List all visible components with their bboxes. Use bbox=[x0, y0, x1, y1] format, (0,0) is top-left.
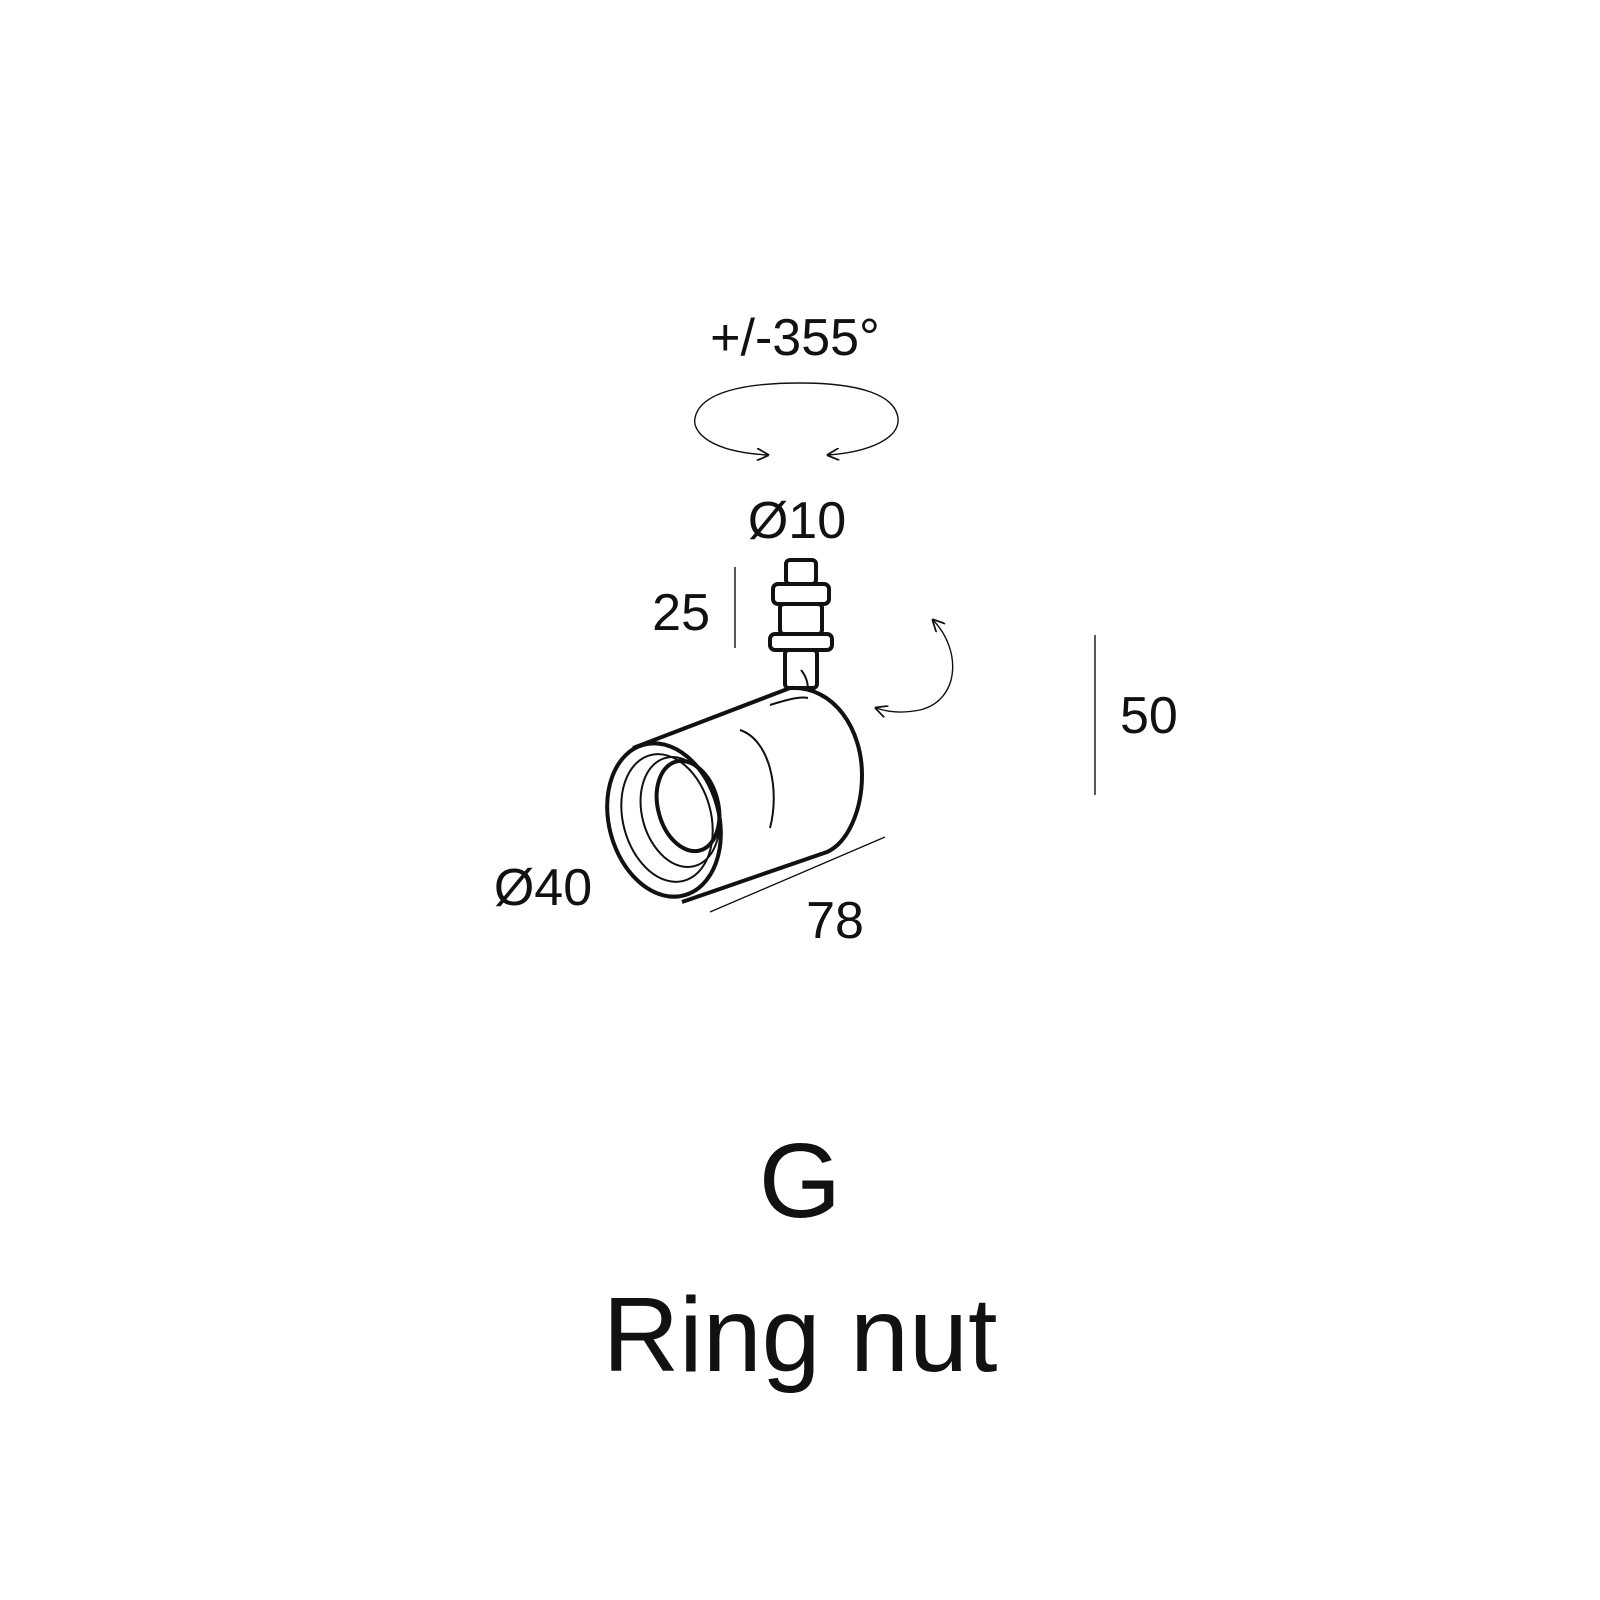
stem-diameter-label: Ø10 bbox=[748, 492, 846, 550]
body-length-label: 78 bbox=[806, 892, 864, 950]
rotation-label: +/-355° bbox=[710, 309, 880, 367]
tilt-arrow-icon bbox=[876, 620, 954, 712]
rotation-arrow-icon bbox=[694, 382, 899, 455]
stem-height-label: 25 bbox=[652, 584, 710, 642]
total-height-label: 50 bbox=[1120, 687, 1178, 745]
body-diameter-label: Ø40 bbox=[494, 859, 592, 917]
body-length-dimension-line bbox=[709, 836, 886, 913]
variant-name: Ring nut bbox=[602, 1276, 998, 1394]
variant-code: G bbox=[758, 1122, 842, 1240]
spotlight-illustration bbox=[605, 558, 865, 904]
